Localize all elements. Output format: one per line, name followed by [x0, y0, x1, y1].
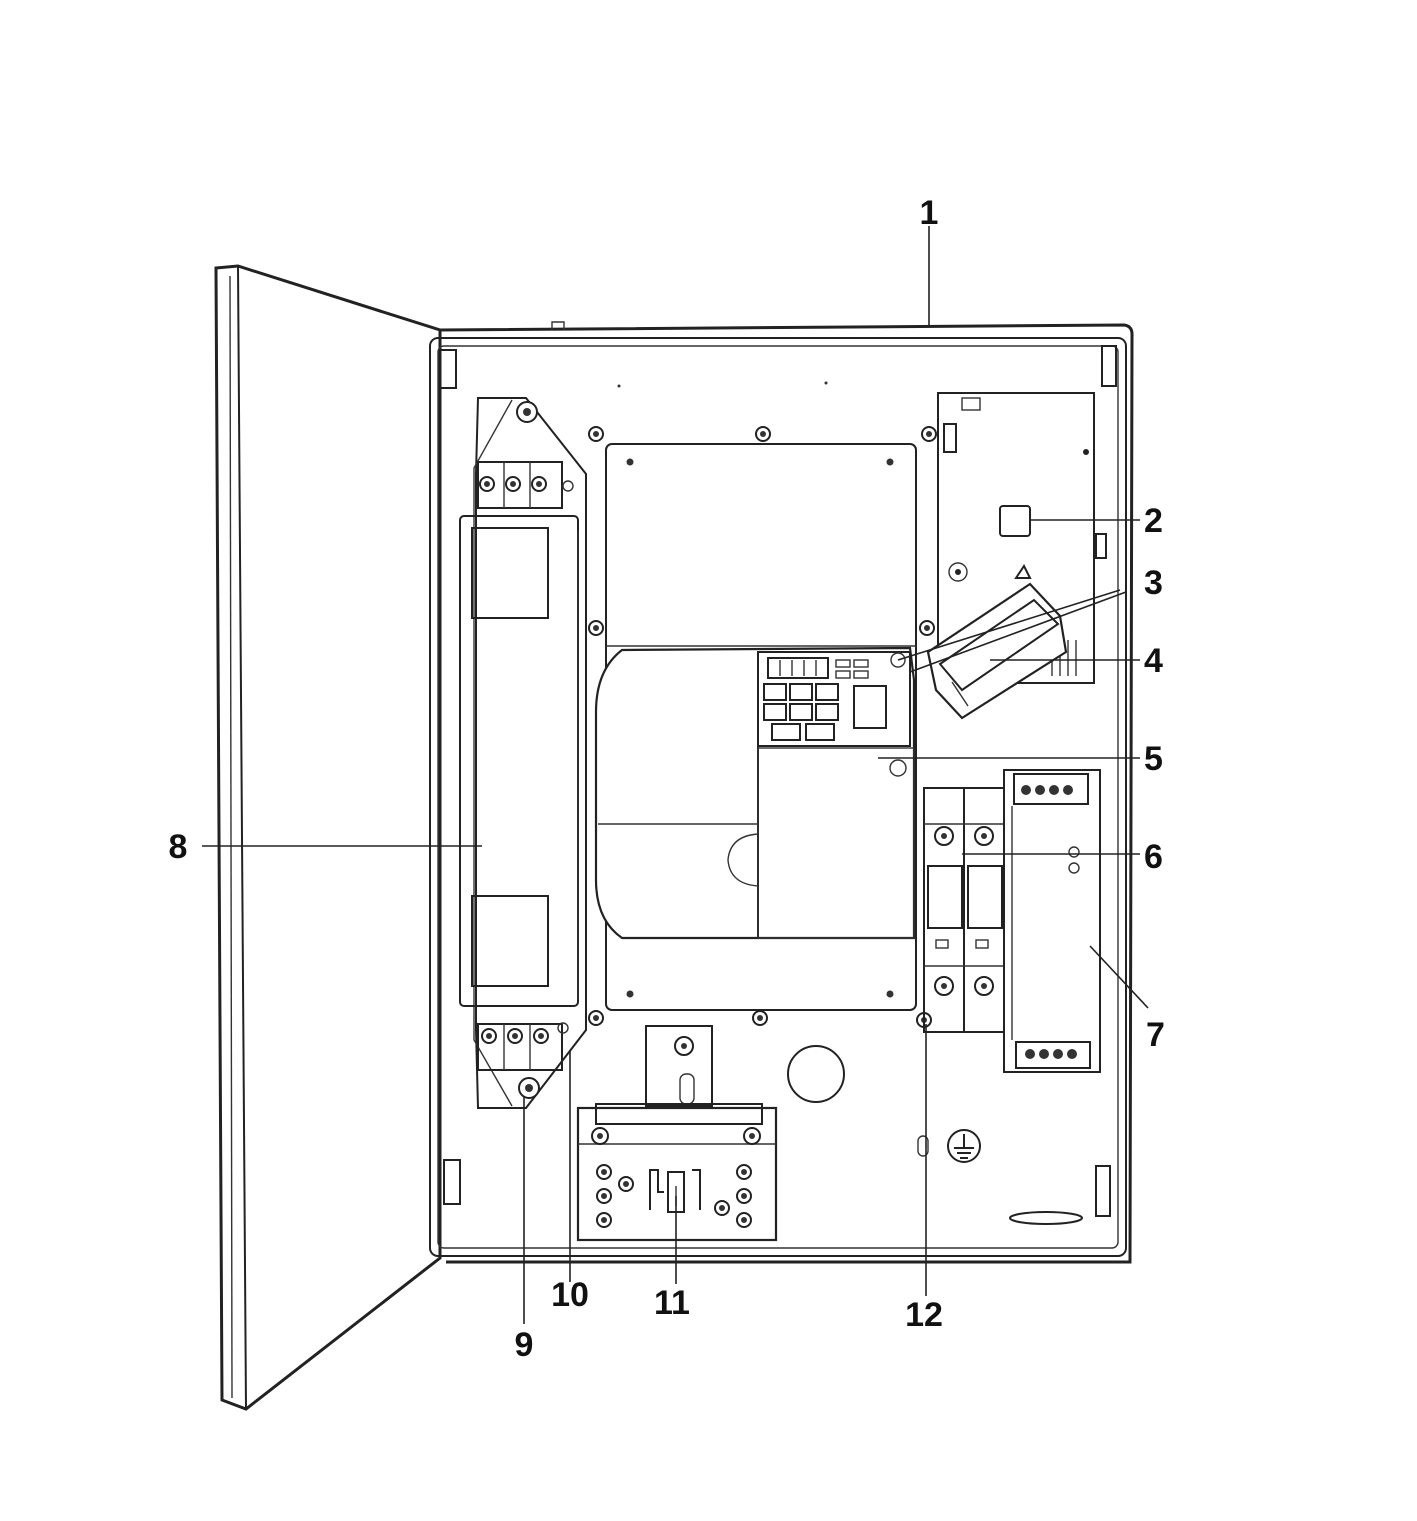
callout-2: 2	[1144, 502, 1163, 540]
plate-screws	[588, 426, 937, 1028]
callout-11: 11	[654, 1284, 690, 1322]
filter-terminal-screws	[479, 401, 549, 1099]
callout-6: 6	[1144, 838, 1163, 876]
psu-terminal-screws	[1021, 785, 1077, 1059]
memory-card-module	[926, 564, 1068, 720]
callout-7: 7	[1146, 1016, 1165, 1054]
callout-5: 5	[1144, 740, 1163, 778]
callout-8: 8	[169, 828, 188, 866]
cable-entry-hole	[787, 1045, 845, 1103]
callout-9: 9	[515, 1326, 534, 1364]
circuit-breakers	[923, 787, 1005, 1033]
callout-1: 1	[920, 194, 939, 232]
frequency-drive	[594, 646, 916, 940]
callout-3: 3	[1144, 564, 1163, 602]
filter-module	[459, 397, 587, 1109]
ground-terminal-icon	[917, 1129, 981, 1163]
power-supply	[1003, 769, 1101, 1073]
callout-10: 10	[551, 1276, 589, 1314]
cabinet-enclosure	[429, 321, 1134, 1264]
cabinet-door	[214, 264, 442, 1411]
leader-lines	[202, 226, 1149, 1324]
callout-labels: 1 2 3 4 5 6 7 8 9 10 11 12	[169, 194, 1165, 1364]
breaker-screws	[934, 826, 994, 996]
callout-4: 4	[1144, 642, 1163, 680]
drain-slot	[1009, 1211, 1083, 1225]
callout-12: 12	[905, 1296, 943, 1334]
contactor-screws	[591, 1036, 761, 1228]
